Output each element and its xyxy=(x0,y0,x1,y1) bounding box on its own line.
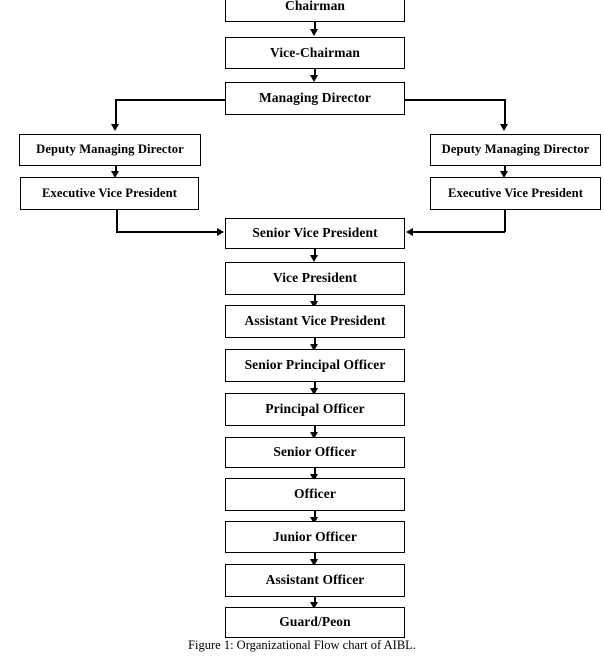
node-guard-peon-label: Guard/Peon xyxy=(279,614,351,630)
arrowhead-senior-vice-president-from-left xyxy=(217,228,224,236)
node-principal-officer: Principal Officer xyxy=(225,393,405,426)
arrowhead-principal-officer xyxy=(310,388,318,395)
node-assistant-vice-president-label: Assistant Vice President xyxy=(244,313,386,329)
node-assistant-officer: Assistant Officer xyxy=(225,564,405,597)
arrowhead-vice-chairman xyxy=(310,29,318,36)
node-deputy-managing-director-right: Deputy Managing Director xyxy=(430,134,601,166)
connector-spo-to-po xyxy=(314,382,316,391)
arrowhead-executive-vice-president-right xyxy=(500,171,508,178)
connector-md-branch-right-vertical xyxy=(504,99,506,127)
connector-assistant-officer-to-guard-peon xyxy=(314,597,316,605)
node-managing-director: Managing Director xyxy=(225,82,405,115)
connector-evp-left-merge-vertical xyxy=(116,210,118,232)
node-vice-chairman: Vice-Chairman xyxy=(225,37,405,69)
node-senior-principal-officer: Senior Principal Officer xyxy=(225,349,405,382)
node-vice-president: Vice President xyxy=(225,262,405,295)
connector-dmd-right-to-evp-right xyxy=(504,166,506,174)
connector-officer-to-junior-officer xyxy=(314,511,316,520)
node-executive-vice-president-right-label: Executive Vice President xyxy=(447,185,584,200)
node-executive-vice-president-right: Executive Vice President xyxy=(430,177,601,210)
node-vice-chairman-label: Vice-Chairman xyxy=(269,44,361,60)
node-senior-officer: Senior Officer xyxy=(225,437,405,468)
node-chairman-label: Chairman xyxy=(284,0,346,13)
connector-so-to-officer xyxy=(314,468,316,478)
node-officer: Officer xyxy=(225,478,405,511)
arrowhead-assistant-officer xyxy=(310,559,318,566)
node-assistant-vice-president: Assistant Vice President xyxy=(225,305,405,338)
arrowhead-senior-principal-officer xyxy=(310,344,318,351)
arrowhead-deputy-managing-director-right xyxy=(500,124,508,131)
connector-svp-to-vp xyxy=(314,249,316,258)
connector-chairman-to-vice-chairman xyxy=(314,22,316,32)
connector-junior-to-assistant-officer xyxy=(314,553,316,562)
arrowhead-managing-director xyxy=(310,75,318,82)
connector-evp-right-merge-horizontal xyxy=(412,231,505,233)
node-deputy-managing-director-left-label: Deputy Managing Director xyxy=(36,142,184,157)
node-senior-principal-officer-label: Senior Principal Officer xyxy=(244,357,386,373)
figure-caption: Figure 1: Organizational Flow chart of A… xyxy=(188,638,416,652)
node-managing-director-label: Managing Director xyxy=(258,90,372,106)
connector-evp-left-merge-horizontal xyxy=(116,231,218,233)
node-senior-vice-president-label: Senior Vice President xyxy=(252,225,378,241)
arrowhead-senior-vice-president-from-right xyxy=(406,228,413,236)
node-executive-vice-president-left: Executive Vice President xyxy=(20,177,199,210)
connector-dmd-left-to-evp-left xyxy=(115,166,117,174)
node-officer-label: Officer xyxy=(294,486,336,502)
arrowhead-guard-peon xyxy=(310,602,318,609)
node-junior-officer-label: Junior Officer xyxy=(272,528,357,544)
arrowhead-junior-officer xyxy=(310,517,318,524)
connector-avp-to-spo xyxy=(314,338,316,347)
node-guard-peon: Guard/Peon xyxy=(225,607,405,638)
node-executive-vice-president-left-label: Executive Vice President xyxy=(41,185,178,200)
node-senior-officer-label: Senior Officer xyxy=(273,444,357,460)
node-vice-president-label: Vice President xyxy=(272,270,358,286)
connector-md-branch-left-horizontal xyxy=(115,99,226,101)
arrowhead-senior-officer xyxy=(310,432,318,439)
node-principal-officer-label: Principal Officer xyxy=(265,401,365,417)
arrowhead-officer xyxy=(310,474,318,481)
node-junior-officer: Junior Officer xyxy=(225,521,405,553)
connector-po-to-so xyxy=(314,426,316,435)
connector-vice-chairman-to-managing-director xyxy=(314,69,316,78)
node-senior-vice-president: Senior Vice President xyxy=(225,218,405,249)
node-assistant-officer-label: Assistant Officer xyxy=(265,572,365,588)
connector-md-branch-left-vertical xyxy=(115,99,117,127)
arrowhead-deputy-managing-director-left xyxy=(111,124,119,131)
node-chairman: Chairman xyxy=(225,0,405,22)
connector-evp-right-merge-vertical xyxy=(504,210,506,232)
arrowhead-assistant-vice-president xyxy=(310,301,318,308)
connector-vp-to-avp xyxy=(314,295,316,304)
arrowhead-executive-vice-president-left xyxy=(111,171,119,178)
node-deputy-managing-director-left: Deputy Managing Director xyxy=(19,134,201,166)
connector-md-branch-right-horizontal xyxy=(404,99,506,101)
node-deputy-managing-director-right-label: Deputy Managing Director xyxy=(441,142,590,157)
arrowhead-vice-president xyxy=(310,255,318,262)
